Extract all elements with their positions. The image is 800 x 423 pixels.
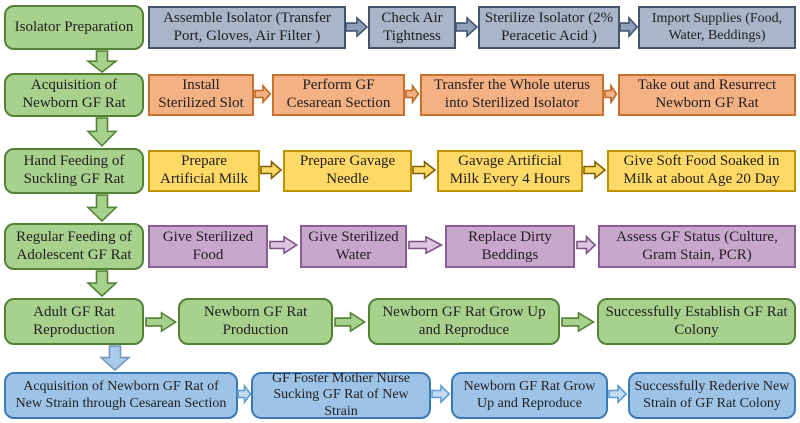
arrow-right-icon (255, 85, 271, 103)
step-label: Sterilize Isolator (2% Peracetic Acid ) (484, 9, 614, 44)
arrow-right-icon (406, 85, 419, 103)
arrow-right-icon (432, 385, 450, 403)
arrow-down-icon (87, 51, 117, 73)
stage-acquisition-newborn: Acquisition of Newborn GF Rat (4, 73, 144, 117)
step-transfer-uterus: Transfer the Whole uterus into Sterilize… (420, 74, 604, 116)
step-foster-mother-nurse: GF Foster Mother Nurse Sucking GF Rat of… (251, 370, 431, 419)
arrow-right-icon (609, 385, 627, 403)
step-import-supplies: Import Supplies (Food, Water, Beddings) (638, 6, 796, 49)
arrow-down-icon (87, 271, 117, 297)
step-label: Check Air Tightness (381, 9, 443, 44)
step-label: Assemble Isolator (Transfer Port, Gloves… (163, 9, 331, 44)
step-soft-food: Give Soft Food Soaked in Milk at about A… (607, 150, 796, 192)
arrow-right-icon (562, 312, 595, 332)
step-sterilized-food: Give Sterilized Food (148, 225, 268, 268)
arrow-right-icon (146, 312, 177, 332)
step-rederive-new-strain: Successfully Rederive New Strain of GF R… (628, 372, 796, 419)
arrow-right-icon (605, 85, 617, 103)
step-install-sterilized-slot: Install Sterilized Slot (148, 74, 254, 116)
step-label: Gavage Artificial Milk Every 4 Hours (449, 153, 571, 187)
arrow-right-icon (584, 161, 606, 179)
arrow-right-icon (413, 161, 436, 179)
step-label: Prepare Gavage Needle (299, 153, 396, 187)
step-label: Give Soft Food Soaked in Milk at about A… (623, 153, 780, 187)
step-resurrect-newborn: Take out and Resurrect Newborn GF Rat (618, 74, 796, 116)
step-label: Give Sterilized Water (308, 228, 399, 263)
arrow-down-icon (87, 195, 117, 222)
step-replace-beddings: Replace Dirty Beddings (445, 225, 575, 268)
step-assemble-isolator: Assemble Isolator (Transfer Port, Gloves… (148, 6, 346, 49)
step-label: Newborn GF Rat Grow Up and Reproduce (382, 303, 546, 338)
step-newborn-production: Newborn GF Rat Production (178, 298, 333, 345)
step-label: Newborn GF Rat Production (203, 303, 308, 338)
step-establish-colony: Successfully Establish GF Rat Colony (597, 298, 796, 345)
stage-hand-feeding: Hand Feeding of Suckling GF Rat (4, 148, 144, 194)
step-gavage-milk: Gavage Artificial Milk Every 4 Hours (437, 150, 583, 192)
arrow-right-icon (238, 385, 251, 403)
step-label: Transfer the Whole uterus into Sterilize… (433, 77, 591, 111)
step-label: Install Sterilized Slot (158, 77, 244, 111)
step-label: Perform GF Cesarean Section (286, 77, 391, 111)
step-label: Successfully Rederive New Strain of GF R… (634, 378, 790, 411)
step-label: GF Foster Mother Nurse Sucking GF Rat of… (271, 370, 411, 419)
stage-label: Regular Feeding of Adolescent GF Rat (16, 228, 132, 263)
arrow-right-icon (261, 161, 282, 179)
arrow-right-icon (270, 236, 298, 254)
step-label: Replace Dirty Beddings (468, 228, 552, 263)
step-sterilize-isolator: Sterilize Isolator (2% Peracetic Acid ) (478, 6, 620, 49)
arrow-down-icon (100, 346, 130, 371)
arrow-right-icon (456, 17, 478, 37)
step-label: Import Supplies (Food, Water, Beddings) (651, 10, 783, 43)
step-acquisition-new-strain: Acquisition of Newborn GF Rat of New Str… (4, 372, 238, 419)
arrow-right-icon (409, 236, 443, 254)
step-prepare-milk: Prepare Artificial Milk (148, 150, 260, 192)
arrow-right-icon (620, 17, 638, 37)
step-label: Give Sterilized Food (162, 228, 254, 263)
step-label: Take out and Resurrect Newborn GF Rat (637, 77, 777, 111)
step-grow-up-reproduce: Newborn GF Rat Grow Up and Reproduce (368, 298, 560, 345)
stage-label: Isolator Preparation (14, 18, 134, 35)
stage-label: Adult GF Rat Reproduction (33, 303, 115, 338)
arrow-right-icon (577, 236, 596, 254)
step-check-air-tightness: Check Air Tightness (368, 6, 456, 49)
step-prepare-gavage-needle: Prepare Gavage Needle (283, 150, 412, 192)
stage-regular-feeding: Regular Feeding of Adolescent GF Rat (4, 223, 144, 270)
step-assess-gf-status: Assess GF Status (Culture, Gram Stain, P… (598, 225, 796, 268)
arrow-right-icon (335, 312, 366, 332)
step-label: Successfully Establish GF Rat Colony (605, 303, 788, 338)
stage-label: Acquisition of Newborn GF Rat (22, 77, 126, 111)
arrow-down-icon (87, 118, 117, 147)
stage-isolator-preparation: Isolator Preparation (4, 5, 144, 50)
step-cesarean-section: Perform GF Cesarean Section (272, 74, 405, 116)
step-sterilized-water: Give Sterilized Water (300, 225, 407, 268)
step-label: Newborn GF Rat Grow Up and Reproduce (463, 378, 596, 411)
step-new-strain-grow-up: Newborn GF Rat Grow Up and Reproduce (451, 372, 608, 419)
stage-label: Hand Feeding of Suckling GF Rat (23, 153, 125, 187)
step-label: Acquisition of Newborn GF Rat of New Str… (15, 378, 227, 411)
stage-adult-reproduction: Adult GF Rat Reproduction (4, 298, 144, 345)
step-label: Assess GF Status (Culture, Gram Stain, P… (616, 228, 778, 263)
arrow-right-icon (346, 17, 368, 37)
step-label: Prepare Artificial Milk (160, 153, 248, 187)
